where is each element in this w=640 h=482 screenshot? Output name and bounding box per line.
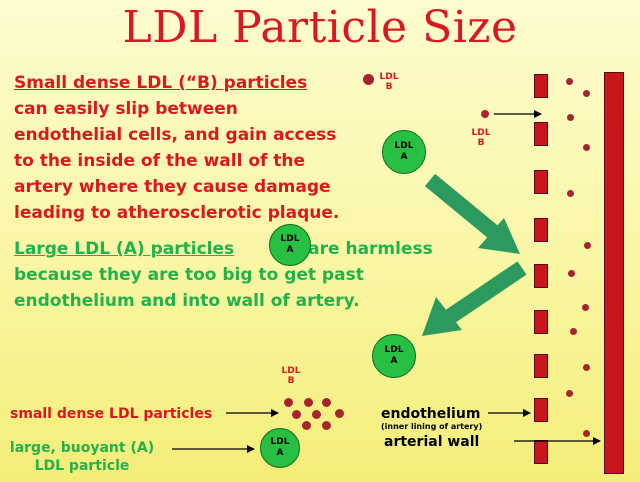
endothelial-cell-icon (534, 170, 548, 194)
ldl-b-particle-icon (570, 328, 577, 335)
ldl-b-particle-icon (322, 398, 331, 407)
ldl-b-particle-icon (584, 242, 591, 249)
page-title: LDL Particle Size (122, 2, 518, 53)
large-ldl-line: endothelium and into wall of artery. (14, 291, 360, 311)
ldl-b-label: LDL B (281, 366, 301, 386)
small-ldl-line: can easily slip between (14, 99, 238, 119)
ldl-b-particle-icon (582, 304, 589, 311)
endothelial-cell-icon (534, 264, 548, 288)
ldl-a-particle-icon: LDL A (260, 428, 300, 468)
legend-large-buoyant-label: large, buoyant (A) LDL particle (9, 440, 155, 474)
ldl-b-particle-icon (566, 390, 573, 397)
legend-endothelium-sublabel: (inner lining of artery) (381, 422, 483, 431)
ldl-b-particle-icon (583, 430, 590, 437)
green-arrow-down-left (422, 261, 527, 336)
ldl-b-particle-icon (583, 364, 590, 371)
ldl-b-label: LDL B (379, 72, 399, 92)
endothelial-cell-icon (534, 398, 548, 422)
ldl-b-particle-icon (322, 421, 331, 430)
ldl-a-particle-icon: LDL A (382, 130, 426, 174)
ldl-b-particle-icon (567, 114, 574, 121)
small-ldl-heading: Small dense LDL (“B) particles (14, 73, 308, 93)
large-ldl-lead-tail: are harmless (308, 239, 433, 259)
ldl-b-label: LDL B (471, 128, 491, 148)
endothelial-cell-icon (534, 354, 548, 378)
large-ldl-heading: Large LDL (A) particles (14, 239, 235, 259)
large-ldl-first-line: Large LDL (A) particles are harmless (14, 236, 484, 262)
arterial-wall-icon (604, 72, 624, 474)
small-ldl-line: to the inside of the wall of the (14, 151, 306, 171)
ldl-b-particle-icon (566, 78, 573, 85)
green-arrow-down-right (424, 173, 520, 254)
ldl-b-particle-icon (302, 421, 311, 430)
legend-arterial-wall-label: arterial wall (384, 434, 480, 450)
endothelial-cell-icon (534, 74, 548, 98)
endothelial-cell-icon (534, 122, 548, 146)
ldl-b-particle-icon (583, 144, 590, 151)
large-ldl-description: Large LDL (A) particles are harmless beca… (14, 236, 484, 314)
legend-endothelium-label: endothelium (381, 406, 481, 422)
small-ldl-line: leading to atherosclerotic plaque. (14, 203, 340, 223)
ldl-b-particle-icon (335, 409, 344, 418)
ldl-a-inline-icon: LDL A (269, 224, 311, 266)
ldl-b-particle-icon (481, 110, 489, 118)
ldl-b-particle-icon (583, 90, 590, 97)
ldl-b-particle-icon (568, 270, 575, 277)
ldl-b-particle-icon (284, 398, 293, 407)
large-ldl-line: because they are too big to get past (14, 265, 364, 285)
small-ldl-description: Small dense LDL (“B) particles can easil… (14, 70, 354, 226)
ldl-b-particle-icon (304, 398, 313, 407)
ldl-b-particle-icon (292, 410, 301, 419)
legend-small-dense-label: small dense LDL particles (10, 406, 213, 422)
endothelial-cell-icon (534, 310, 548, 334)
small-ldl-line: endothelial cells, and gain access (14, 125, 337, 145)
ldl-a-particle-icon: LDL A (372, 334, 416, 378)
ldl-b-particle-icon (567, 190, 574, 197)
ldl-b-particle-icon (363, 74, 374, 85)
ldl-b-particle-icon (312, 410, 321, 419)
endothelial-cell-icon (534, 218, 548, 242)
small-ldl-line: artery where they cause damage (14, 177, 331, 197)
